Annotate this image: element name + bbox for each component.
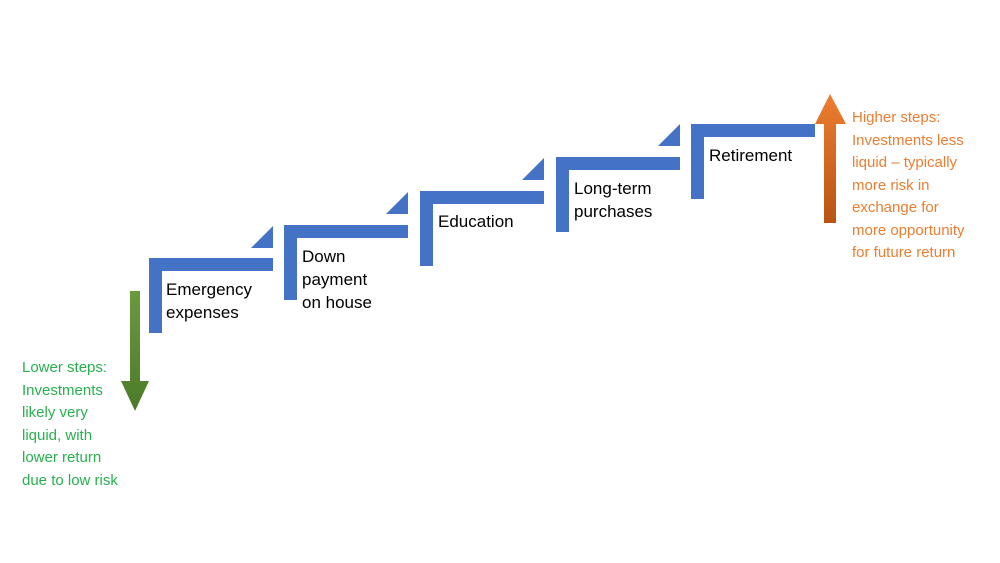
step-label-line: expenses (166, 303, 239, 322)
arrow-up-icon (815, 94, 846, 223)
step-label-retirement: Retirement (709, 144, 792, 167)
step-label-line: Retirement (709, 146, 793, 165)
step-label-line: on house (302, 293, 372, 312)
lower-steps-note: Lower steps: Investments likely very liq… (22, 357, 118, 492)
note-line: due to low risk (22, 471, 118, 489)
step-bracket (556, 157, 680, 232)
step-bracket (284, 225, 408, 300)
step-emergency-expenses (149, 226, 273, 333)
step-bracket (420, 191, 544, 266)
step-label-line: Education (438, 212, 514, 231)
note-line: liquid, with (22, 426, 93, 444)
step-bracket (691, 124, 815, 199)
note-line: Lower steps: (22, 359, 108, 376)
note-line: Higher steps: (852, 109, 941, 126)
step-label-emergency-expenses: Emergency expenses (166, 278, 252, 324)
step-label-down-payment: Down payment on house (302, 245, 372, 314)
step-label-line: purchases (574, 202, 653, 221)
note-line: likely very (22, 404, 88, 421)
step-label-line: Long-term (574, 179, 652, 198)
step-corner-triangle (386, 192, 408, 214)
step-corner-triangle (522, 158, 544, 180)
step-label-line: payment (302, 270, 368, 289)
step-label-long-term-purchases: Long-term purchases (574, 177, 652, 223)
step-down-payment (284, 192, 408, 300)
arrow-down-icon (121, 291, 149, 411)
note-line: Investments (22, 381, 103, 399)
note-line: lower return (22, 449, 102, 466)
higher-steps-note: Higher steps: Investments less liquid – … (852, 107, 965, 265)
step-corner-triangle (658, 124, 680, 146)
step-bracket (149, 258, 273, 333)
step-education (420, 158, 544, 266)
step-label-line: Down (302, 247, 346, 266)
note-line: for future return (852, 244, 956, 261)
note-line: Investments less (852, 131, 964, 149)
step-label-line: Emergency (166, 280, 252, 299)
note-line: exchange for (852, 199, 939, 216)
step-corner-triangle (251, 226, 273, 248)
step-label-education: Education (438, 210, 514, 233)
note-line: liquid – typically (852, 154, 958, 171)
note-line: more risk in (852, 176, 930, 194)
step-long-term-purchases (556, 124, 680, 232)
note-line: more opportunity (852, 221, 965, 239)
step-retirement (691, 124, 815, 199)
